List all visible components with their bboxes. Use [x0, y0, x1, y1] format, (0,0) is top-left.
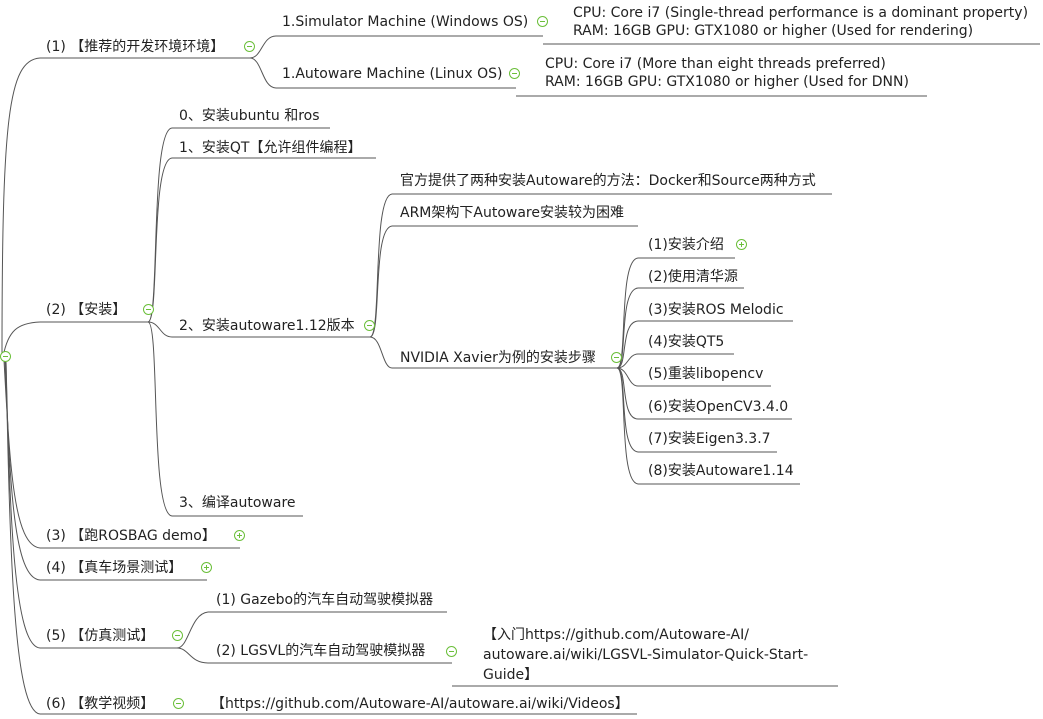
node-install-ubuntu-ros[interactable]: 0、安装ubuntu 和ros: [179, 108, 320, 124]
node-dev-env[interactable]: (1) 【推荐的开发环境环境】: [46, 39, 225, 55]
connector-root-n6: [5, 361, 41, 715]
node-gazebo-sim[interactable]: (1) Gazebo的汽车自动驾驶模拟器: [216, 592, 434, 608]
node-rosbag-demo[interactable]: (3) 【跑ROSBAG demo】: [46, 528, 216, 544]
sim-test-collapse-icon[interactable]: [172, 630, 183, 641]
rosbag-expand-icon[interactable]: [234, 530, 245, 541]
node-real-car-test[interactable]: (4) 【真车场景测试】: [46, 560, 183, 576]
node-arm-difficult[interactable]: ARM架构下Autoware安装较为困难: [400, 205, 624, 221]
lgsvl-collapse-icon[interactable]: [446, 646, 457, 657]
node-install[interactable]: (2) 【安装】: [46, 302, 127, 318]
node-install-autoware[interactable]: 2、安装autoware1.12版本: [179, 318, 355, 334]
node-sim-test[interactable]: (5) 【仿真测试】: [46, 628, 155, 644]
simulator-machine-collapse-icon[interactable]: [537, 16, 548, 27]
step-1-expand-icon[interactable]: [736, 239, 747, 250]
nvidia-steps-collapse-icon[interactable]: [611, 352, 622, 363]
dev-env-collapse-icon[interactable]: [244, 41, 255, 52]
node-step-8[interactable]: (8)安装Autoware1.14: [648, 463, 794, 479]
node-step-3[interactable]: (3)安装ROS Melodic: [648, 302, 784, 318]
node-install-methods[interactable]: 官方提供了两种安装Autoware的方法：Docker和Source两种方式: [400, 173, 816, 189]
node-autoware-machine[interactable]: 1.Autoware Machine (Linux OS): [282, 66, 503, 82]
node-lgsvl-sim[interactable]: (2) LGSVL的汽车自动驾驶模拟器: [216, 643, 426, 659]
root-collapse-icon[interactable]: [0, 351, 11, 362]
autoware-machine-collapse-icon[interactable]: [509, 68, 520, 79]
real-car-expand-icon[interactable]: [201, 562, 212, 573]
tutorial-video-collapse-icon[interactable]: [173, 698, 184, 709]
install-autoware-collapse-icon[interactable]: [364, 320, 375, 331]
node-lgsvl-link[interactable]: 【入门https://github.com/Autoware-AI/ autow…: [483, 627, 809, 683]
node-install-qt[interactable]: 1、安装QT【允许组件编程】: [179, 140, 362, 156]
node-simulator-machine[interactable]: 1.Simulator Machine (Windows OS): [282, 14, 529, 30]
connector-root-n4: [4, 359, 41, 581]
node-tutorial-video[interactable]: (6) 【教学视频】: [46, 696, 155, 712]
node-step-4[interactable]: (4)安装QT5: [648, 334, 725, 350]
node-compile-autoware[interactable]: 3、编译autoware: [179, 495, 296, 511]
node-step-5[interactable]: (5)重装libopencv: [648, 366, 764, 382]
connector-root-n1: [1, 57, 41, 358]
node-videos-link[interactable]: 【https://github.com/Autoware-AI/autoware…: [211, 696, 629, 712]
node-step-7[interactable]: (7)安装Eigen3.3.7: [648, 431, 771, 447]
install-collapse-icon[interactable]: [143, 304, 154, 315]
connector-root-n2: [2, 321, 41, 358]
node-step-2[interactable]: (2)使用清华源: [648, 269, 738, 285]
connector-root-n5: [5, 361, 41, 649]
node-nvidia-xavier-steps[interactable]: NVIDIA Xavier为例的安装步骤: [400, 350, 596, 366]
node-autoware-spec[interactable]: CPU: Core i7 (More than eight threads pr…: [545, 56, 909, 90]
node-step-6[interactable]: (6)安装OpenCV3.4.0: [648, 399, 789, 415]
node-step-1[interactable]: (1)安装介绍: [648, 237, 724, 253]
node-simulator-spec[interactable]: CPU: Core i7 (Single-thread performance …: [573, 5, 1029, 39]
